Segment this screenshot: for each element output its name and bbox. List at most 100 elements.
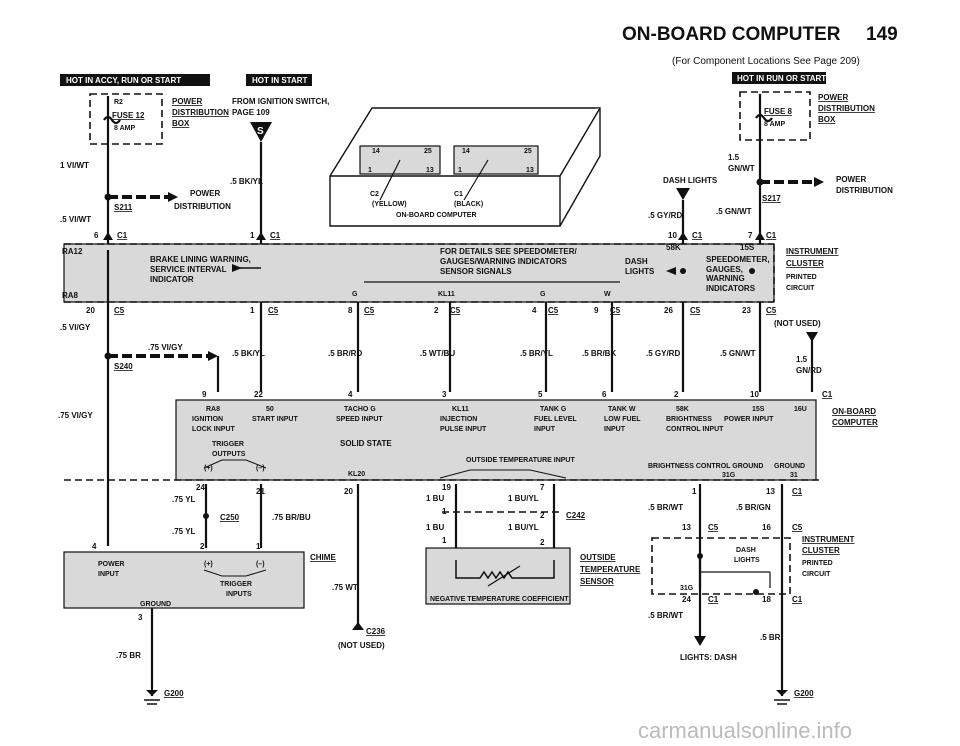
right-box-line-2: DISTRIBUTION: [818, 104, 875, 113]
fuse-8: FUSE 8: [764, 107, 793, 116]
svg-text:14: 14: [372, 148, 380, 155]
svg-text:1 BU: 1 BU: [426, 494, 444, 503]
svg-text:14: 14: [462, 148, 470, 155]
svg-text:(–): (–): [256, 561, 265, 568]
fuse-12-amp: 8 AMP: [114, 125, 135, 132]
svg-text:POWER: POWER: [98, 561, 124, 568]
svg-text:DISTRIBUTION: DISTRIBUTION: [836, 186, 893, 195]
svg-text:INDICATORS: INDICATORS: [706, 284, 756, 293]
svg-text:LOW FUEL: LOW FUEL: [604, 416, 641, 423]
svg-text:1.5: 1.5: [796, 355, 808, 364]
onboard-computer-box: 9 22 4 3 5 6 2 10 C1 ON-BOARD COMPUTER R…: [175, 390, 878, 481]
svg-text:INPUT: INPUT: [604, 426, 626, 433]
svg-text:6: 6: [602, 390, 607, 399]
svg-text:58K: 58K: [666, 243, 681, 252]
svg-text:10: 10: [668, 231, 677, 240]
svg-text:.75 WT: .75 WT: [332, 583, 358, 592]
ignition-from-1: FROM IGNITION SWITCH,: [232, 97, 329, 106]
sensor-name-2: TEMPERATURE: [580, 565, 641, 574]
svg-text:START INPUT: START INPUT: [252, 416, 298, 423]
hot-label-mid-bg: [246, 74, 312, 86]
svg-text:.5 BR/RD: .5 BR/RD: [328, 349, 362, 358]
svg-text:.75 VI/GY: .75 VI/GY: [58, 411, 93, 420]
svg-text:2: 2: [674, 390, 679, 399]
svg-text:LOCK INPUT: LOCK INPUT: [192, 426, 236, 433]
svg-text:C5: C5: [766, 306, 777, 315]
left-pin-6: 6: [94, 231, 99, 240]
page-title: ON-BOARD COMPUTER: [622, 24, 841, 45]
svg-text:C5: C5: [708, 523, 719, 532]
svg-text:FOR DETAILS SEE SPEEDOMETER/: FOR DETAILS SEE SPEEDOMETER/: [440, 247, 578, 256]
svg-text:CIRCUIT: CIRCUIT: [802, 571, 831, 578]
svg-text:2: 2: [200, 542, 205, 551]
svg-text:TACHO G: TACHO G: [344, 406, 376, 413]
svg-text:25: 25: [524, 148, 532, 155]
svg-text:1: 1: [368, 167, 372, 174]
svg-text:22: 22: [254, 390, 263, 399]
sensor-name-1: OUTSIDE: [580, 553, 616, 562]
computer-part-name: ON-BOARD COMPUTER: [396, 212, 477, 219]
svg-text:.75 BR: .75 BR: [116, 651, 141, 660]
svg-text:24: 24: [682, 595, 691, 604]
svg-text:TRIGGER: TRIGGER: [212, 441, 244, 448]
svg-text:C1: C1: [692, 231, 703, 240]
svg-text:9: 9: [594, 306, 599, 315]
svg-text:SPEEDOMETER,: SPEEDOMETER,: [706, 255, 770, 264]
svg-text:(+): (+): [204, 465, 213, 472]
right-box-line-3: BOX: [818, 115, 836, 124]
svg-text:19: 19: [442, 483, 451, 492]
svg-text:20: 20: [344, 487, 353, 496]
svg-text:CIRCUIT: CIRCUIT: [786, 285, 815, 292]
left-fuse-block: R2 FUSE 12 8 AMP POWER DISTRIBUTION BOX …: [60, 93, 231, 250]
svg-text:C5: C5: [690, 306, 701, 315]
svg-text:2: 2: [540, 511, 545, 520]
svg-text:DASH: DASH: [625, 257, 648, 266]
svg-text:.75 YL: .75 YL: [172, 527, 196, 536]
svg-text:.75 VI/GY: .75 VI/GY: [148, 343, 183, 352]
svg-text:18: 18: [762, 595, 771, 604]
signal-wires: .5 VI/GY .75 VI/GY S240 .5 BK/YL .5 BR/R…: [58, 302, 822, 546]
svg-text:1 BU: 1 BU: [426, 523, 444, 532]
svg-text:16: 16: [762, 523, 771, 532]
svg-text:BRIGHTNESS CONTROL GROUND: BRIGHTNESS CONTROL GROUND: [648, 463, 763, 470]
left-conn-c1: C1: [117, 231, 128, 240]
cluster-name-2: CLUSTER: [786, 259, 824, 268]
svg-text:FUEL LEVEL: FUEL LEVEL: [534, 416, 577, 423]
svg-text:W: W: [604, 291, 611, 298]
instrument-cluster-top: RA12 RA8 BRAKE LINING WARNING, SERVICE I…: [62, 243, 839, 303]
hot-label-left: HOT IN ACCY, RUN OR START: [66, 76, 181, 85]
sensor-name-3: SENSOR: [580, 577, 614, 586]
svg-text:1 BU/YL: 1 BU/YL: [508, 523, 539, 532]
svg-text:C5: C5: [450, 306, 461, 315]
svg-text:BRAKE LINING WARNING,: BRAKE LINING WARNING,: [150, 255, 251, 264]
svg-text:PULSE INPUT: PULSE INPUT: [440, 426, 487, 433]
svg-text:.5 BK/YL: .5 BK/YL: [232, 349, 265, 358]
left-dist-line-2: DISTRIBUTION: [174, 202, 231, 211]
svg-text:26: 26: [664, 306, 673, 315]
svg-text:1: 1: [256, 542, 261, 551]
svg-text:1: 1: [442, 536, 447, 545]
svg-text:24: 24: [196, 483, 205, 492]
svg-text:.5 VI/GY: .5 VI/GY: [60, 323, 91, 332]
svg-text:S240: S240: [114, 362, 133, 371]
svg-text:SENSOR SIGNALS: SENSOR SIGNALS: [440, 267, 512, 276]
splice-s211: S211: [114, 203, 133, 212]
svg-text:C5: C5: [610, 306, 621, 315]
svg-text:C1: C1: [766, 231, 777, 240]
ignition-pin: 1: [250, 231, 255, 240]
svg-text:DASH: DASH: [736, 547, 756, 554]
svg-text:.75 BR/BU: .75 BR/BU: [272, 513, 311, 522]
svg-text:(YELLOW): (YELLOW): [372, 201, 407, 208]
svg-text:RA8: RA8: [62, 291, 79, 300]
svg-text:5: 5: [538, 390, 543, 399]
svg-text:PRINTED: PRINTED: [786, 274, 817, 281]
svg-text:(NOT USED): (NOT USED): [774, 319, 821, 328]
left-wire-2: .5 VI/WT: [60, 215, 91, 224]
svg-text:31: 31: [790, 472, 798, 479]
dash-lights-section: 1 13 C1 .5 BR/WT .5 BR/GN 13 C5 16 C5 DA…: [648, 484, 855, 705]
svg-text:C1: C1: [708, 595, 719, 604]
svg-text:KL11: KL11: [452, 406, 469, 413]
svg-text:1 BU/YL: 1 BU/YL: [508, 494, 539, 503]
svg-text:23: 23: [742, 306, 751, 315]
